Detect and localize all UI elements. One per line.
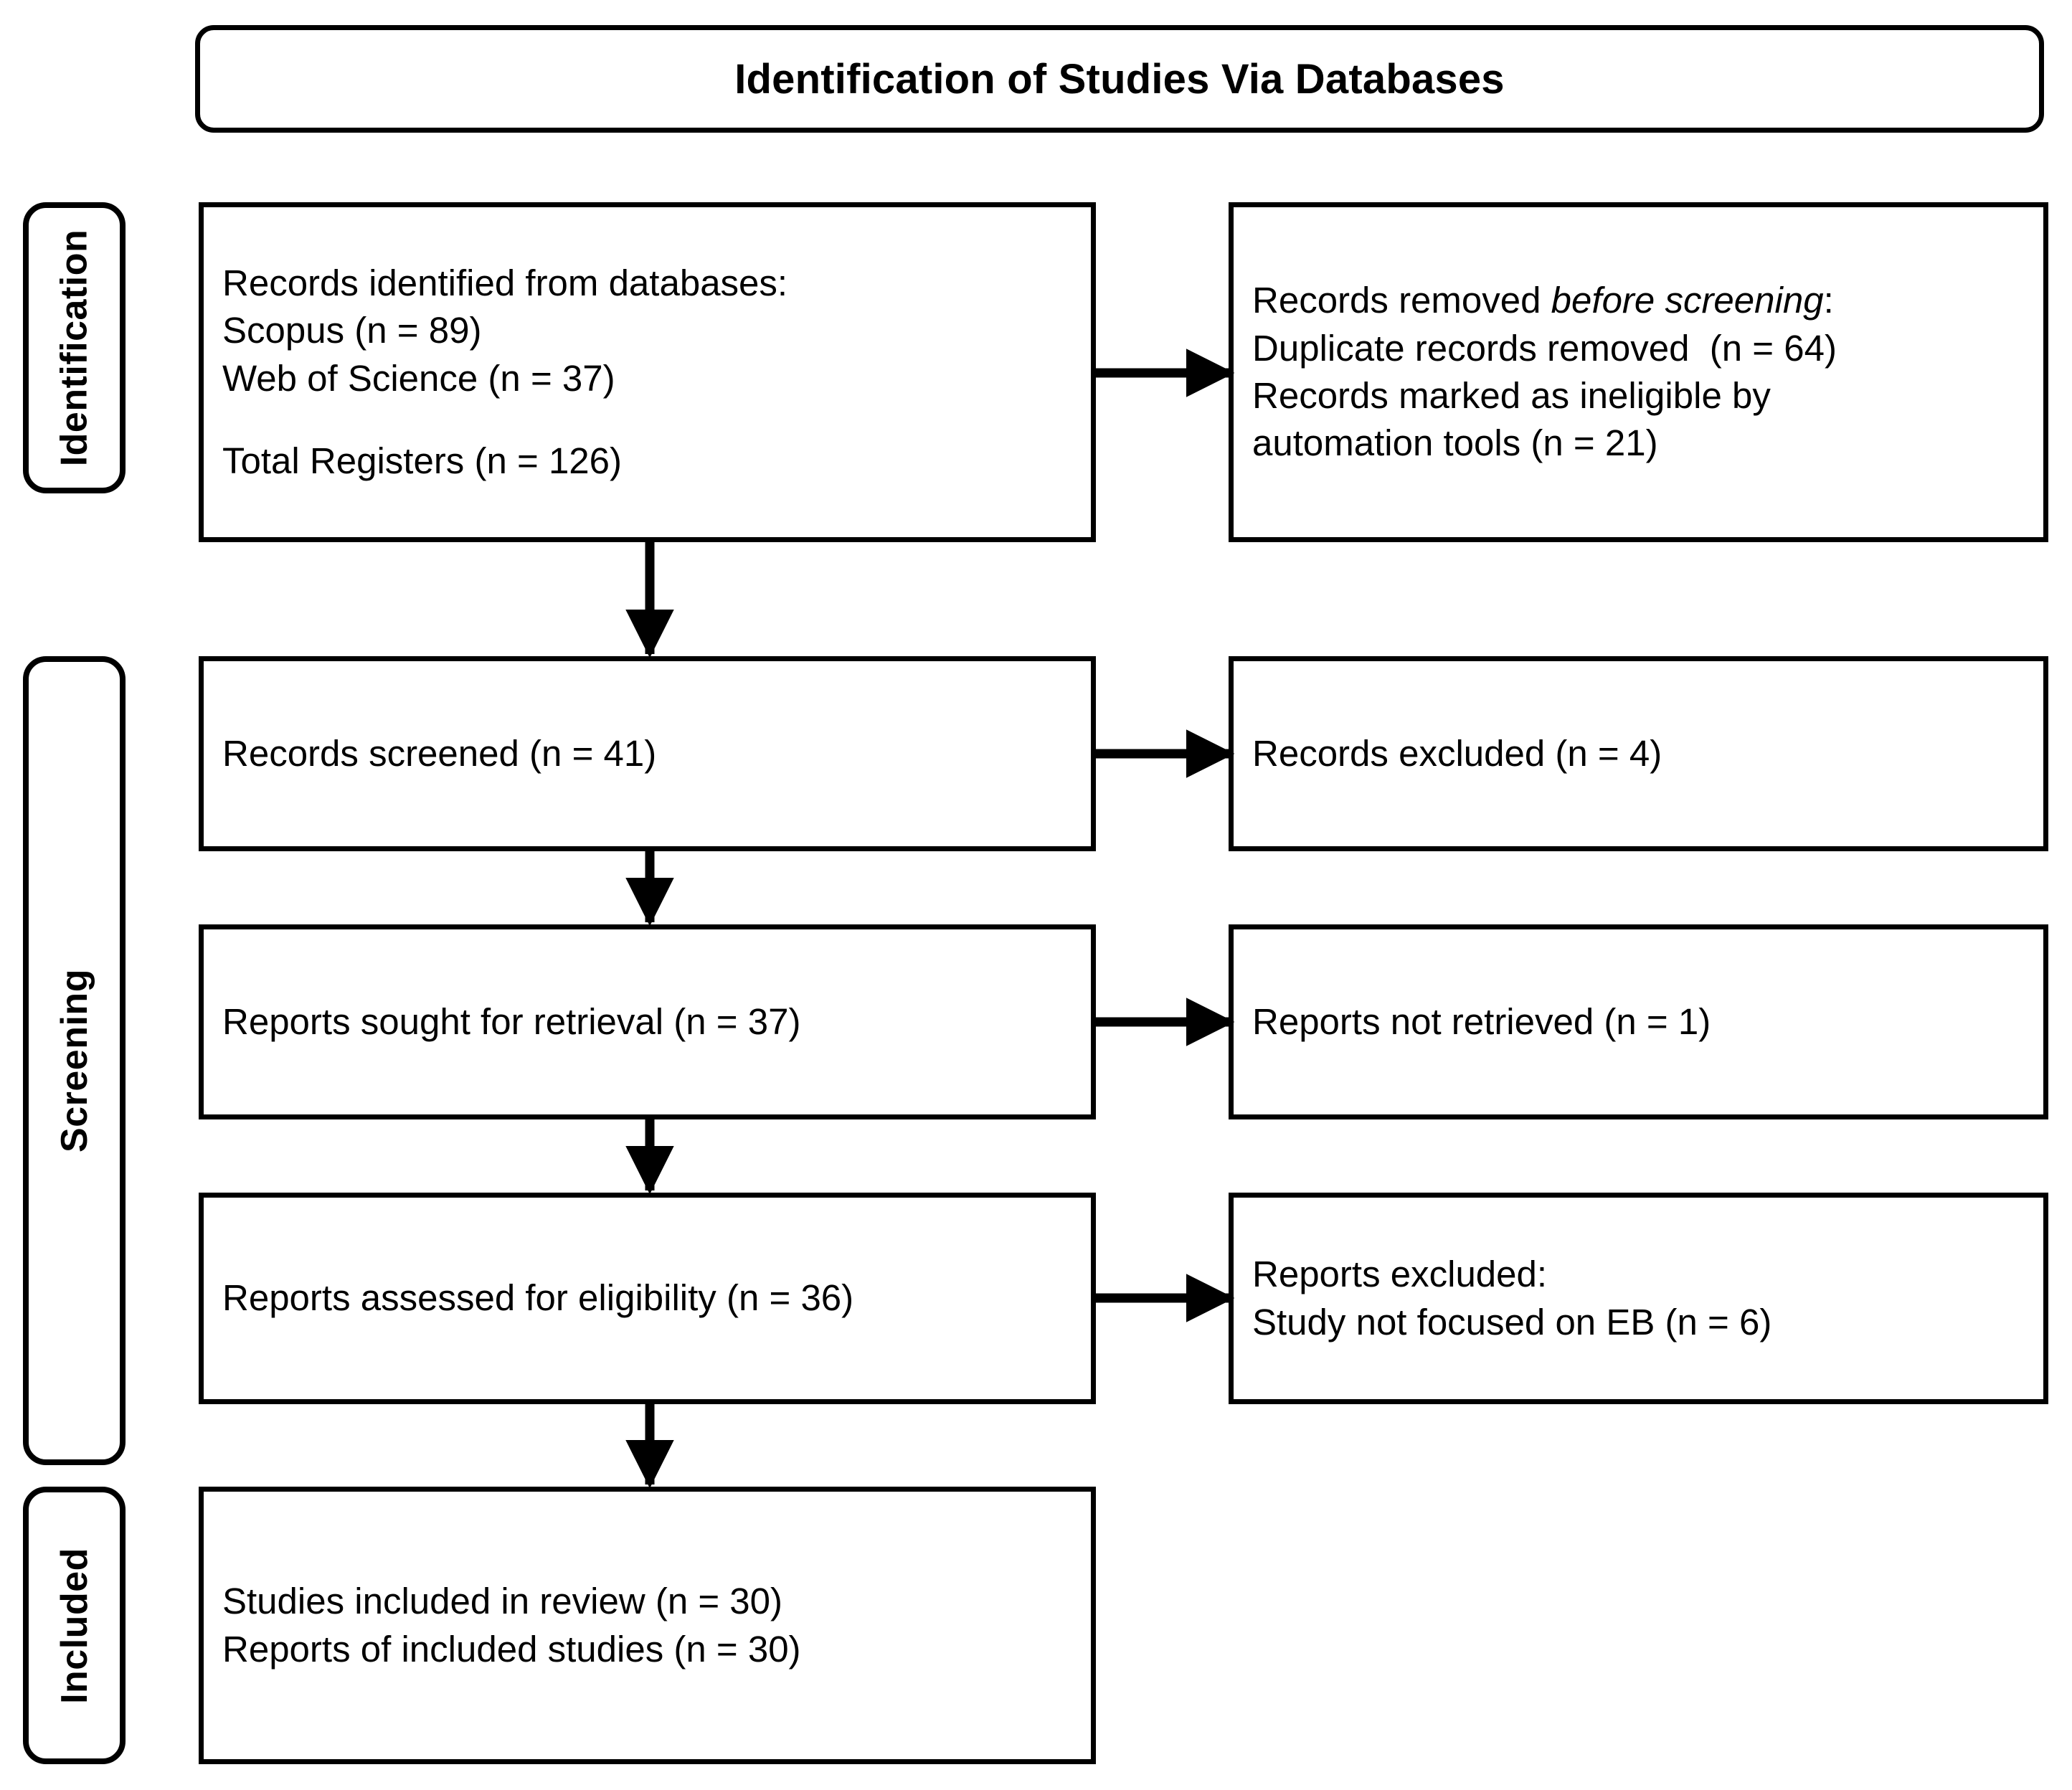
node-records-removed: Records removed before screening: Duplic… — [1229, 202, 2048, 542]
diagram-title: Identification of Studies Via Databases — [734, 55, 1505, 103]
records-removed-italic: before screening — [1551, 280, 1824, 321]
phase-label-included-text: Included — [53, 1547, 95, 1704]
node-records-identified-line-spacer — [222, 402, 1072, 437]
node-records-excluded-line-1: Records excluded (n = 4) — [1252, 732, 1662, 774]
phase-label-screening: Screening — [23, 656, 126, 1465]
node-records-identified-line-2: Scopus (n = 89) — [222, 310, 482, 351]
node-records-identified-line-3: Web of Science (n = 37) — [222, 357, 615, 399]
node-reports-not-retrieved: Reports not retrieved (n = 1) — [1229, 924, 2048, 1119]
node-studies-included-line-2: Reports of included studies (n = 30) — [222, 1628, 801, 1670]
node-reports-not-retrieved-line-1: Reports not retrieved (n = 1) — [1252, 1000, 1711, 1042]
node-studies-included-line-1: Studies included in review (n = 30) — [222, 1581, 783, 1622]
node-records-removed-line-4: automation tools (n = 21) — [1252, 422, 1658, 464]
node-reports-excluded-line-2: Study not focused on EB (n = 6) — [1252, 1301, 1772, 1342]
diagram-title-banner: Identification of Studies Via Databases — [195, 25, 2044, 133]
node-reports-assessed-line-1: Reports assessed for eligibility (n = 36… — [222, 1277, 854, 1319]
node-reports-assessed: Reports assessed for eligibility (n = 36… — [199, 1193, 1096, 1404]
node-records-identified-line-5: Total Registers (n = 126) — [222, 440, 623, 481]
node-records-screened-line-1: Records screened (n = 41) — [222, 732, 657, 774]
node-records-identified-line-1: Records identified from databases: — [222, 262, 788, 304]
node-reports-excluded: Reports excluded: Study not focused on E… — [1229, 1193, 2048, 1404]
node-records-removed-line-2: Duplicate records removed (n = 64) — [1252, 327, 1837, 369]
node-reports-excluded-line-1: Reports excluded: — [1252, 1254, 1548, 1295]
phase-label-screening-text: Screening — [53, 969, 95, 1152]
node-records-excluded: Records excluded (n = 4) — [1229, 656, 2048, 851]
node-reports-sought: Reports sought for retrieval (n = 37) — [199, 924, 1096, 1119]
node-records-screened: Records screened (n = 41) — [199, 656, 1096, 851]
node-reports-sought-line-1: Reports sought for retrieval (n = 37) — [222, 1000, 801, 1042]
records-removed-suffix: : — [1823, 280, 1834, 321]
phase-label-included: Included — [23, 1487, 126, 1764]
records-removed-prefix: Records removed — [1252, 280, 1551, 321]
node-records-identified: Records identified from databases: Scopu… — [199, 202, 1096, 542]
node-studies-included: Studies included in review (n = 30) Repo… — [199, 1487, 1096, 1764]
node-records-removed-line-3: Records marked as ineligible by — [1252, 375, 1771, 416]
phase-label-identification-text: Identification — [53, 229, 95, 467]
node-records-removed-line-1: Records removed before screening: — [1252, 277, 2025, 324]
phase-label-identification: Identification — [23, 202, 126, 493]
